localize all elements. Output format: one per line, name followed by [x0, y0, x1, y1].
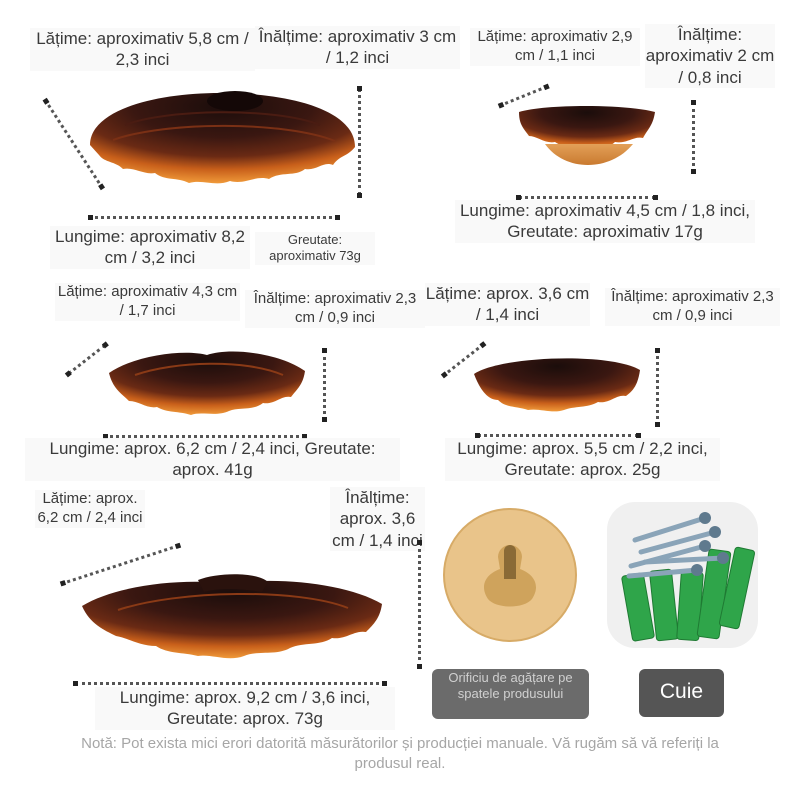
f3-height-line — [322, 348, 327, 422]
disclaimer-note: Notă: Pot exista mici erori datorită măs… — [81, 735, 719, 773]
f1-length-line — [88, 215, 340, 220]
fungus-1-image — [90, 91, 355, 184]
f3-height-label: Înălțime: aproximativ 2,3 cm / 0,9 inci — [245, 290, 425, 328]
f4-length-weight-label: Lungime: aprox. 5,5 cm / 2,2 inci, Greut… — [445, 438, 720, 481]
fungus-5-image — [82, 574, 382, 659]
fungus-3-image — [109, 351, 305, 415]
nails-button[interactable]: Cuie — [639, 669, 724, 717]
f5-height-line — [417, 540, 422, 669]
fungus-2-image — [519, 106, 655, 165]
hanging-hole-button[interactable]: Orificiu de agățare pe spatele produsulu… — [432, 669, 589, 719]
f2-height-label: Înălțime: aproximativ 2 cm / 0,8 inci — [645, 24, 775, 88]
f3-width-line — [67, 343, 107, 376]
nails-image — [607, 502, 758, 648]
f4-height-line — [655, 348, 660, 427]
f4-width-label: Lățime: aprox. 3,6 cm / 1,4 inci — [425, 283, 590, 326]
f3-width-label: Lățime: aproximativ 4,3 cm / 1,7 inci — [55, 283, 240, 321]
f4-height-label: Înălțime: aproximativ 2,3 cm / 0,9 inci — [605, 288, 780, 326]
f2-length-line — [516, 195, 658, 200]
f1-height-line — [357, 86, 362, 198]
f2-width-label: Lățime: aproximativ 2,9 cm / 1,1 inci — [470, 28, 640, 66]
f5-height-label: Înălțime: aprox. 3,6 cm / 1,4 inci — [330, 487, 425, 551]
f4-length-line — [475, 433, 641, 438]
f5-length-weight-label: Lungime: aprox. 9,2 cm / 3,6 inci, Greut… — [95, 687, 395, 730]
hanging-hole-image — [443, 508, 577, 642]
f1-length-label: Lungime: aproximativ 8,2 cm / 3,2 inci — [50, 226, 250, 269]
f3-length-line — [103, 434, 307, 439]
nails-label: Cuie — [659, 680, 704, 703]
hanging-hole-label: Orificiu de agățare pe spatele produsulu… — [448, 670, 573, 701]
f1-height-label: Înălțime: aproximativ 3 cm / 1,2 inci — [255, 26, 460, 69]
fungus-4-image — [474, 358, 640, 412]
f5-length-line — [73, 681, 387, 686]
f2-height-line — [691, 100, 696, 174]
f1-width-label: Lățime: aproximativ 5,8 cm / 2,3 inci — [30, 28, 255, 71]
f5-width-label: Lățime: aprox. 6,2 cm / 2,4 inci — [35, 490, 145, 528]
f3-length-weight-label: Lungime: aprox. 6,2 cm / 2,4 inci, Greut… — [25, 438, 400, 481]
f1-weight-label: Greutate: aproximativ 73g — [255, 232, 375, 265]
f2-length-weight-label: Lungime: aproximativ 4,5 cm / 1,8 inci, … — [455, 200, 755, 243]
